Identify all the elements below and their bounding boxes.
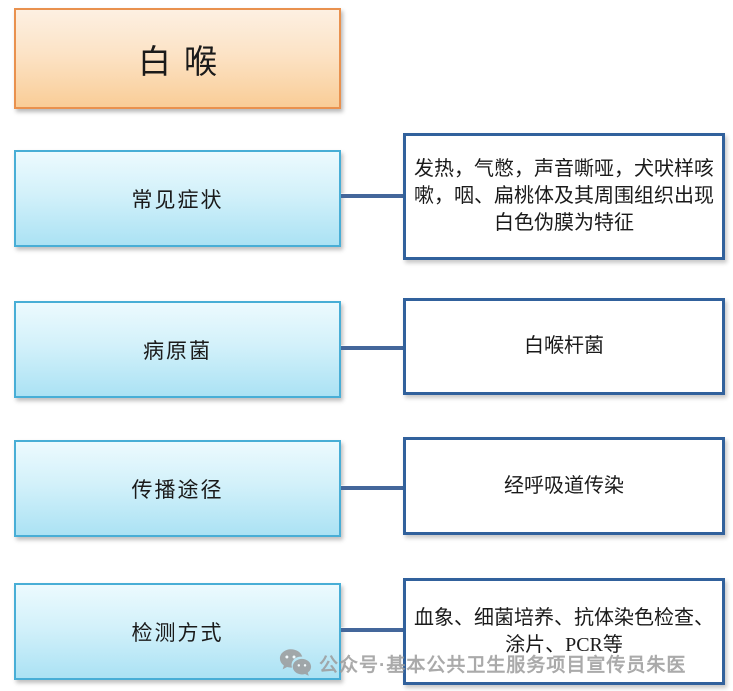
label-box-transmission: 传播途径 bbox=[14, 440, 341, 537]
connector-line bbox=[341, 628, 403, 632]
connector-line bbox=[341, 486, 403, 490]
wechat-icon bbox=[279, 649, 312, 676]
desc-box-testing: 血象、细菌培养、抗体染色检查、涂片、PCR等 bbox=[403, 578, 725, 685]
connector-line bbox=[341, 194, 403, 198]
label-box-symptoms: 常见症状 bbox=[14, 150, 341, 247]
desc-box-transmission: 经呼吸道传染 bbox=[403, 437, 725, 535]
desc-box-symptoms: 发热，气憋，声音嘶哑，犬吠样咳嗽，咽、扁桃体及其周围组织出现白色伪膜为特征 bbox=[403, 133, 725, 260]
diagram-title: 白喉 bbox=[14, 8, 341, 109]
label-box-pathogen: 病原菌 bbox=[14, 301, 341, 398]
desc-box-pathogen: 白喉杆菌 bbox=[403, 298, 725, 395]
connector-line bbox=[341, 346, 403, 350]
watermark-text: 公众号·基本公共卫生服务项目宣传员朱医 bbox=[319, 654, 687, 676]
label-box-testing: 检测方式 bbox=[14, 583, 341, 680]
watermark: 公众号·基本公共卫生服务项目宣传员朱医 bbox=[279, 648, 686, 678]
